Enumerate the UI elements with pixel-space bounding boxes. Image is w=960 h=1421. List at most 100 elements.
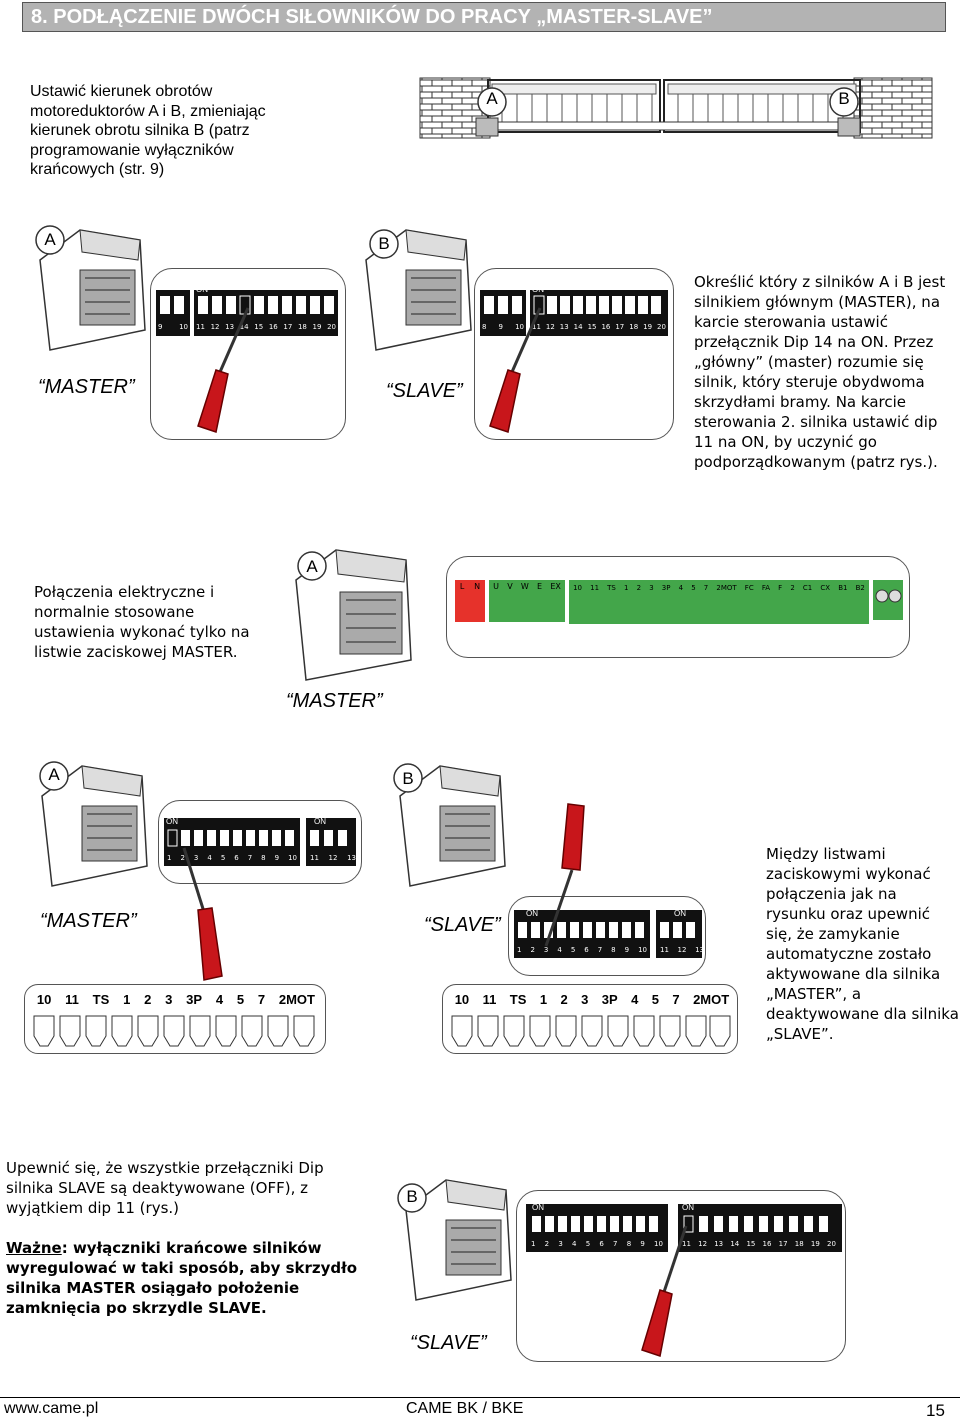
dip-num: 2: [180, 854, 185, 862]
dip-num: 8: [611, 946, 616, 954]
terminal-screw-icon: [873, 580, 903, 620]
gate-label-b: B: [838, 89, 850, 108]
slave-caption: “SLAVE”: [424, 914, 501, 936]
dip-num: 18: [297, 323, 307, 331]
terminal-label: C1: [802, 584, 813, 592]
terminal-label: FC: [744, 584, 754, 592]
terminal-label: 4: [215, 992, 224, 1007]
motor-b-label: B: [378, 234, 390, 253]
page-title: 8. PODŁĄCZENIE DWÓCH SIŁOWNIKÓW DO PRACY…: [22, 2, 946, 32]
screwdriver-icon: [489, 307, 542, 433]
footer-url-link[interactable]: www.came.pl: [4, 1400, 99, 1417]
motor-a-label: A: [306, 557, 318, 576]
dip-num: 12: [328, 854, 338, 862]
dip-num: 8: [626, 1240, 632, 1248]
gate-illustration: [419, 77, 933, 139]
dip-on-label-final-2: ON: [682, 1203, 694, 1212]
dip-num: 13: [559, 323, 569, 331]
gate-label-a: A: [486, 89, 498, 108]
dip-num: 14: [730, 1240, 740, 1248]
terminal-label: 10: [36, 992, 52, 1007]
dip-num: 14: [573, 323, 583, 331]
dip-num: 9: [624, 946, 630, 954]
terminal-label: 10: [454, 992, 470, 1007]
motor-b-illustration: [397, 1179, 512, 1301]
dip-num: 7: [597, 946, 603, 954]
master-caption: “MASTER”: [286, 690, 383, 712]
terminal-label: L: [459, 582, 465, 591]
dip-num: 15: [587, 323, 597, 331]
dip-num: 11: [660, 946, 669, 954]
dip-on-label-master-2: ON: [314, 817, 326, 826]
terminal-label: B2: [855, 584, 865, 592]
screwdriver-icon: [641, 1225, 688, 1357]
page-title-text: 8. PODŁĄCZENIE DWÓCH SIŁOWNIKÓW DO PRACY…: [31, 6, 713, 28]
dip-num: 12: [210, 323, 220, 331]
dip-num: 5: [570, 946, 576, 954]
section3-text: Połączenia elektryczne i normalnie stoso…: [34, 583, 250, 661]
slave-caption: “SLAVE”: [410, 1332, 487, 1354]
important-text: : wyłączniki krańcowe silników wyregulow…: [6, 1239, 358, 1317]
terminal-label: F: [778, 584, 783, 592]
dip-num: 11: [310, 854, 319, 862]
motor-b-illustration: [365, 229, 472, 351]
screwdriver-icon: [182, 847, 223, 981]
terminal-label: 2MOT: [278, 992, 315, 1007]
dip-num: 17: [778, 1240, 788, 1248]
dip-num: 9: [158, 323, 163, 331]
dip-on-label-slave: ON: [526, 909, 538, 918]
dip-num: 1: [517, 946, 522, 954]
terminal-label: B1: [838, 584, 848, 592]
terminal-label: 5: [236, 992, 245, 1007]
terminal-label: 2MOT: [693, 992, 730, 1007]
terminal-label: 1: [539, 992, 548, 1007]
motor-a-label: A: [44, 230, 56, 249]
dip-num: 12: [545, 323, 555, 331]
dip-num: 4: [557, 946, 562, 954]
dip-num: 6: [584, 946, 589, 954]
dip-num: 17: [283, 323, 293, 331]
dip-num: 15: [746, 1240, 756, 1248]
terminal-label: 5: [651, 992, 659, 1007]
dip-num: 20: [657, 323, 666, 331]
dip-num: 10: [515, 323, 524, 331]
dip-switch-master: [164, 818, 356, 866]
dip-num: 16: [268, 323, 278, 331]
dip-num: 3: [193, 854, 199, 862]
footer-product: CAME BK / BKE: [406, 1400, 524, 1417]
dip-num: 6: [234, 854, 239, 862]
dip-frame-slave-final: [516, 1190, 846, 1362]
section1-text: Ustawić kierunek obrotów motoreduktorów …: [30, 83, 266, 178]
dip-num: 11: [682, 1240, 691, 1248]
dip-frame-master: [150, 268, 346, 440]
dip-num: 6: [599, 1240, 604, 1248]
motor-a-label: A: [48, 765, 60, 784]
dip-frame-slave: [474, 268, 674, 440]
terminal-label: TS: [607, 584, 616, 592]
motor-b-label: B: [402, 769, 414, 788]
dip-num: 19: [643, 323, 653, 331]
terminal-label: W: [520, 582, 529, 591]
dip-num: 18: [629, 323, 639, 331]
terminal-frame: [446, 556, 910, 658]
footer-page-number: 15: [926, 1401, 945, 1420]
terminal-label: 2: [144, 992, 152, 1007]
dip-num: 12: [677, 946, 687, 954]
terminal-label: 3: [581, 992, 589, 1007]
terminal-strip-frame-slave: [442, 984, 738, 1054]
dip-on-label-master: ON: [196, 285, 208, 294]
terminal-strip-slave-slots: [451, 1015, 731, 1047]
terminal-label: 7: [703, 584, 709, 592]
dip-num: 11: [196, 323, 205, 331]
terminal-label: N: [474, 582, 481, 591]
dip-num: 9: [274, 854, 280, 862]
terminal-label: 2: [790, 584, 795, 592]
